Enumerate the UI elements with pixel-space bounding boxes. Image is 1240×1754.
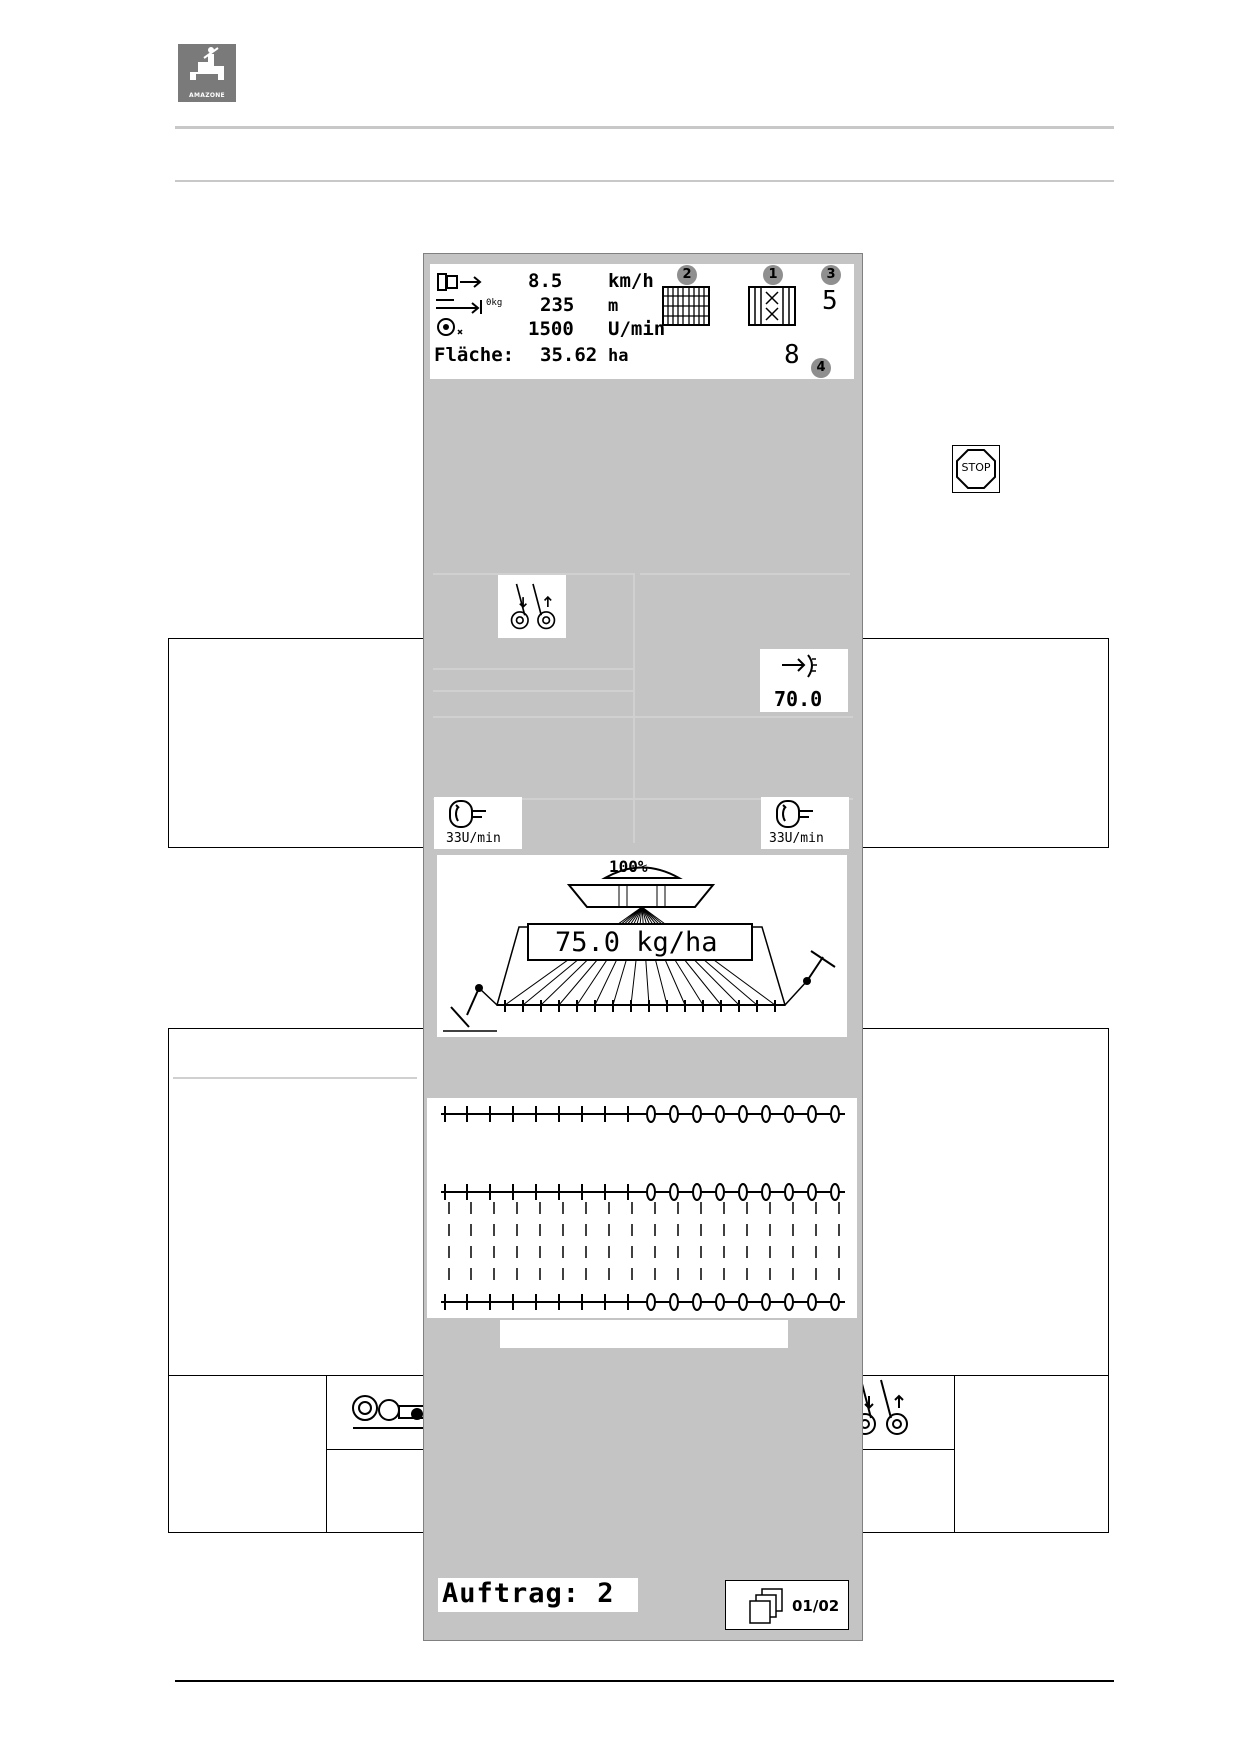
panel-divider <box>633 573 635 843</box>
marker-4: 4 <box>811 358 831 378</box>
job-label-box: Auftrag: 2 <box>438 1578 638 1612</box>
icon-table-col5 <box>954 1376 1111 1532</box>
info-box-right <box>860 1028 1109 1376</box>
area-value: 35.62 <box>540 344 598 366</box>
tramline-active-icon <box>748 286 796 326</box>
seed-rate-screen: 100% 75.0 kg/ha <box>437 855 847 1037</box>
amazone-logo: AMAZONE <box>178 44 236 102</box>
marker-3: 3 <box>821 265 841 285</box>
speed-unit: km/h <box>608 270 654 292</box>
marker-1: 1 <box>763 265 783 285</box>
stop-sign-icon <box>956 449 996 489</box>
fan-value: 1500 <box>528 318 574 340</box>
metering-roller-icon <box>449 800 486 828</box>
panel-divider <box>433 798 853 800</box>
metering-rpm-left-label: 33U/min <box>446 831 501 846</box>
distance-small-label: 0kg <box>486 298 503 308</box>
panel-divider <box>433 573 633 575</box>
info-box-left <box>168 1028 425 1376</box>
panel-divider <box>640 573 850 575</box>
info-box-left-rule <box>173 1077 417 1079</box>
footer-rule <box>175 1680 1114 1682</box>
header-rule-top <box>175 126 1114 129</box>
shaft-rpm-value: 70.0 <box>774 687 823 711</box>
distance-icon <box>436 299 482 314</box>
page-number: 01/02 <box>792 1597 840 1615</box>
tramline-pattern-icon <box>662 286 710 326</box>
header-rule-bottom <box>175 180 1114 182</box>
softkey-marker-switch[interactable] <box>498 575 566 638</box>
fan-unit: U/min <box>608 318 666 340</box>
metering-rpm-right[interactable]: 33U/min <box>761 797 849 849</box>
page-indicator[interactable]: 01/02 <box>725 1580 849 1630</box>
distance-value: 235 <box>540 294 575 316</box>
stop-key[interactable]: STOP <box>952 445 1000 493</box>
tramline-rhythm: 8 <box>784 340 800 370</box>
speed-icon <box>437 273 482 291</box>
stop-label: STOP <box>961 461 991 474</box>
row-pattern-diagram <box>441 1105 845 1311</box>
seed-rate-box: 75.0 kg/ha <box>527 923 753 961</box>
panel-divider <box>433 690 633 692</box>
shaft-speed-icon <box>782 654 817 678</box>
seed-rate-value: 75.0 kg/ha <box>555 927 718 958</box>
job-label: Auftrag: 2 <box>442 1578 615 1609</box>
fan-icon <box>437 318 463 336</box>
panel-divider <box>433 716 853 718</box>
speed-value: 8.5 <box>528 270 563 292</box>
area-label: Fläche: <box>434 344 515 366</box>
distance-unit: m <box>608 296 619 316</box>
marker-2: 2 <box>677 265 697 285</box>
icon-table-col1 <box>326 1376 483 1532</box>
logo-text: AMAZONE <box>189 92 225 99</box>
tramline-count: 5 <box>822 286 838 316</box>
shaft-rpm-display[interactable]: 70.0 <box>760 649 848 712</box>
metering-roller-icon <box>776 800 813 828</box>
status-lcd: 8.5 km/h 0kg 235 m 1500 U/min Fläche: 35… <box>430 264 854 379</box>
tramline-row-display <box>427 1098 857 1318</box>
panel-divider <box>433 668 633 670</box>
metering-rpm-right-label: 33U/min <box>769 831 824 846</box>
tramline-status-bar <box>500 1320 788 1348</box>
seed-rate-percent: 100% <box>609 857 648 876</box>
area-unit: ha <box>608 346 629 366</box>
pages-icon <box>749 1588 783 1624</box>
metering-rpm-left[interactable]: 33U/min <box>434 797 522 849</box>
track-marker-switch-icon <box>510 583 556 630</box>
